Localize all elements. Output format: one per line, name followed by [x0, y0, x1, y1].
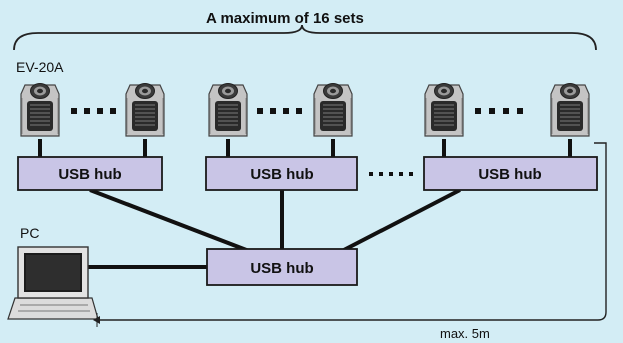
usb-hub-2-label: USB hub	[250, 166, 313, 183]
document-camera-icon	[313, 82, 353, 137]
camera-model-label: EV-20A	[16, 59, 64, 75]
document-camera-icon	[20, 82, 60, 137]
connection-lines	[38, 139, 572, 269]
document-camera-icon	[424, 82, 464, 137]
document-camera-icon	[125, 82, 165, 137]
diagram-title: A maximum of 16 sets	[206, 10, 364, 27]
ellipsis-icon	[71, 108, 116, 114]
desktop-computer-icon	[7, 246, 99, 320]
document-camera-icon	[550, 82, 590, 137]
usb-hub-3: USB hub	[423, 156, 598, 191]
usb-hub-3-label: USB hub	[478, 166, 541, 183]
usb-hub-2: USB hub	[205, 156, 358, 191]
pc-label: PC	[20, 225, 40, 241]
usb-hub-root-label: USB hub	[250, 260, 313, 277]
usb-hub-1-label: USB hub	[58, 166, 121, 183]
distance-arrow	[93, 142, 607, 327]
group-brace	[13, 24, 597, 51]
usb-hub-root: USB hub	[206, 248, 358, 286]
document-camera-icon	[208, 82, 248, 137]
ellipsis-icon	[369, 172, 413, 176]
distance-label: max. 5m	[440, 326, 490, 341]
usb-hub-1: USB hub	[17, 156, 163, 191]
ellipsis-icon	[257, 108, 302, 114]
ellipsis-icon	[475, 108, 523, 114]
